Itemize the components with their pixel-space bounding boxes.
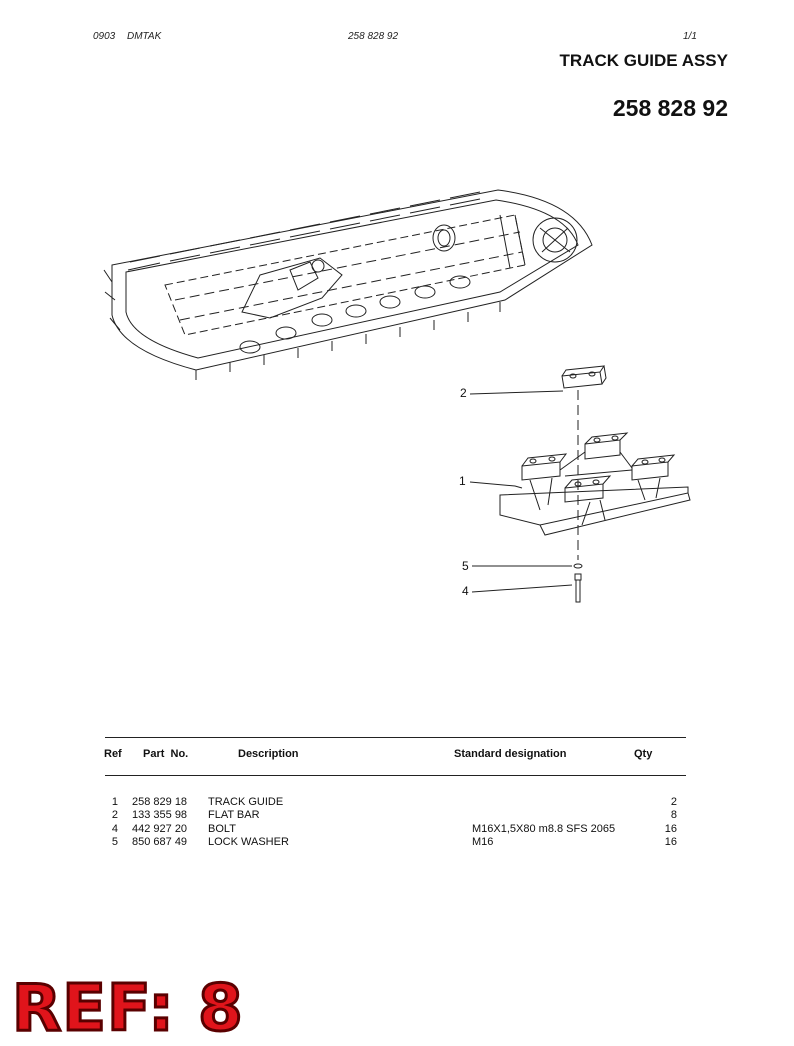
row-standard: M16X1,5X80 m8.8 SFS 2065: [472, 823, 616, 835]
row-part-no: 442 927 20: [132, 823, 188, 835]
col-header-description: Description: [238, 748, 299, 760]
page-title: TRACK GUIDE ASSY: [559, 51, 728, 70]
leader-line-2: [469, 390, 564, 395]
col-header-ref: Ref: [104, 748, 122, 760]
bolt-drawing: [574, 573, 582, 603]
row-description: BOLT: [208, 823, 236, 835]
row-qty: 16: [664, 823, 677, 835]
table-header-rule: [105, 775, 686, 776]
reference-stamp: REF: 8: [11, 971, 245, 1046]
row-ref: 2: [111, 809, 118, 821]
header-number: 258 828 92: [348, 31, 399, 42]
flat-bar-drawing: [561, 365, 607, 389]
row-ref: 4: [111, 823, 118, 835]
row-standard: M16: [472, 836, 494, 848]
header-code: 0903: [93, 31, 116, 42]
callout-1: 1: [459, 474, 466, 488]
row-description: FLAT BAR: [208, 809, 260, 821]
callout-5: 5: [462, 559, 469, 573]
col-header-qty: Qty: [634, 748, 653, 760]
leader-line-1: [469, 481, 523, 489]
row-part-no: 258 829 18: [132, 796, 188, 808]
document-number: 258 828 92: [612, 95, 728, 121]
col-header-part-no: Part No.: [143, 748, 189, 760]
crawler-track-drawing: [103, 189, 593, 380]
header-tag: DMTAK: [127, 31, 162, 42]
lock-washer-drawing: [573, 563, 583, 569]
row-description: LOCK WASHER: [208, 836, 289, 848]
callout-2: 2: [460, 386, 467, 400]
row-qty: 8: [670, 809, 677, 821]
row-part-no: 133 355 98: [132, 809, 188, 821]
row-ref: 1: [111, 796, 118, 808]
track-guide-drawing: [499, 432, 691, 536]
leader-line-4: [471, 584, 573, 593]
col-header-standard: Standard designation: [454, 748, 567, 760]
row-ref: 5: [111, 836, 118, 848]
row-part-no: 850 687 49: [132, 836, 188, 848]
table-top-rule: [105, 737, 686, 738]
callout-4: 4: [462, 584, 469, 598]
row-description: TRACK GUIDE: [208, 796, 284, 808]
page-indicator: 1/1: [683, 31, 697, 42]
row-qty: 2: [670, 796, 677, 808]
row-qty: 16: [664, 836, 677, 848]
